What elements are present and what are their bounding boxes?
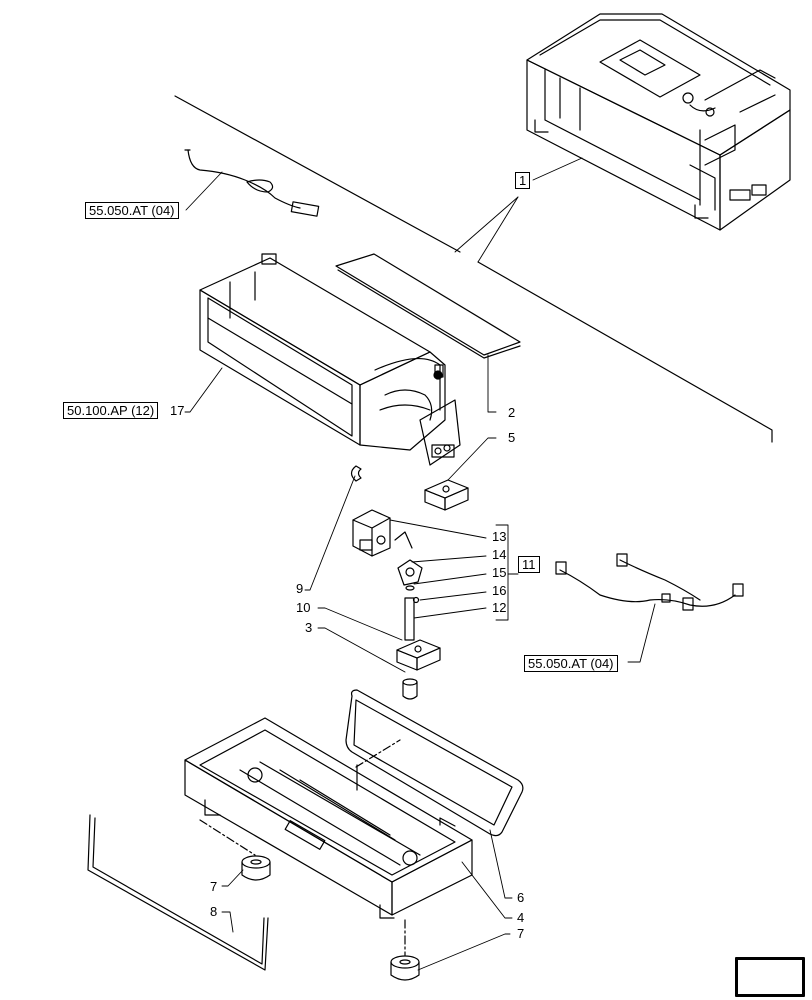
gasket-6 — [345, 689, 524, 837]
wire-harness-right — [555, 553, 744, 611]
callout-14: 14 — [492, 547, 507, 562]
plug-3 — [402, 678, 418, 700]
complete-heater-unit — [526, 13, 791, 231]
callout-1: 1 — [515, 172, 531, 189]
callout-16: 16 — [492, 583, 507, 598]
heater-core — [199, 253, 461, 466]
centerlines — [199, 739, 406, 956]
callout-4: 4 — [517, 910, 525, 925]
filter-pad — [335, 253, 521, 359]
callout-2: 2 — [508, 405, 516, 420]
callout-10: 10 — [296, 600, 311, 615]
housing-tray-4 — [184, 717, 473, 919]
callout-9: 9 — [296, 581, 304, 596]
callout-7-upper: 7 — [210, 879, 218, 894]
block-5 — [424, 479, 469, 511]
ref-label-left[interactable]: 50.100.AP (12) — [63, 402, 159, 419]
callout-11: 11 — [518, 556, 540, 573]
callout-8: 8 — [210, 904, 218, 919]
navigation-arrow-button[interactable] — [736, 958, 804, 996]
clip-9 — [350, 465, 362, 482]
ref-label-right[interactable]: 55.050.AT (04) — [524, 655, 618, 672]
callout-15: 15 — [492, 565, 507, 580]
callout-3: 3 — [305, 620, 313, 635]
block-10 — [396, 639, 441, 671]
grommet-7a — [241, 855, 271, 881]
assembly-boundary-line — [174, 95, 773, 443]
ref-label-top[interactable]: 55.050.AT (04) — [85, 202, 179, 219]
valve-assembly — [352, 509, 423, 641]
callout-12: 12 — [492, 600, 507, 615]
callout-13: 13 — [492, 529, 507, 544]
seal-8 — [87, 814, 269, 971]
callout-5: 5 — [508, 430, 516, 445]
callout-7-lower: 7 — [517, 926, 525, 941]
leader-lines — [184, 157, 656, 971]
grommet-7b — [390, 955, 420, 981]
callout-6: 6 — [517, 890, 525, 905]
callout-17: 17 — [170, 403, 185, 418]
wire-harness-top — [184, 149, 320, 217]
